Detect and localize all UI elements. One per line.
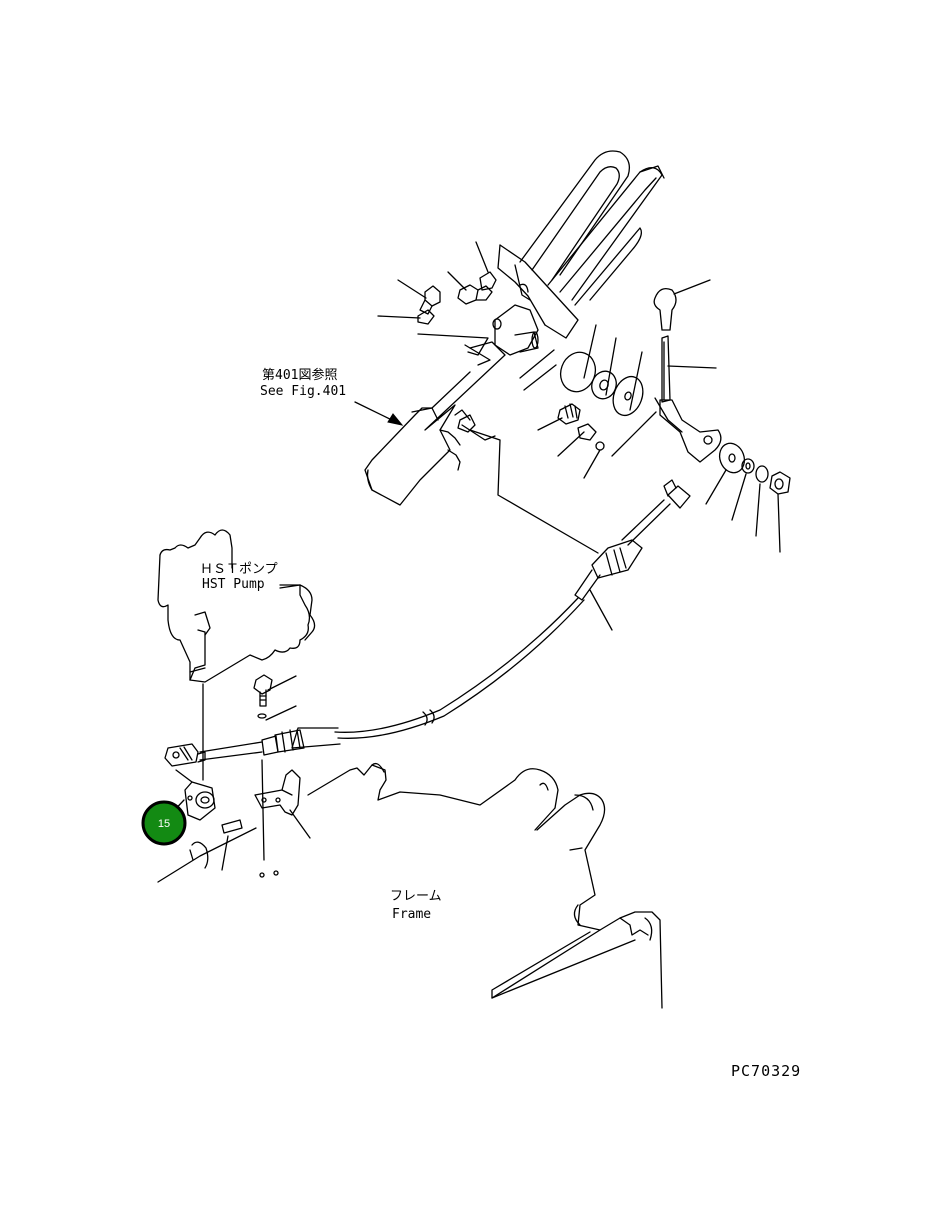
- control-cable: [199, 479, 691, 761]
- callout-number: 15: [158, 818, 170, 830]
- diagram-labels: 第401図参照 See Fig.401 ＨＳＴポンプ HST Pump フレーム…: [200, 367, 801, 1080]
- callout-15[interactable]: 15: [141, 800, 187, 846]
- hst-pump: [157, 529, 316, 683]
- see-fig-label-jp: 第401図参照: [262, 367, 337, 383]
- frame-outline: [307, 762, 663, 1009]
- leader-lines: [157, 241, 781, 883]
- control-lever-assembly: [364, 150, 791, 554]
- lower-bracket-parts: [164, 674, 301, 878]
- see-fig-label-en: See Fig.401: [260, 384, 346, 399]
- drawing-code: PC70329: [731, 1062, 801, 1080]
- hst-pump-label-en: HST Pump: [202, 577, 265, 592]
- frame-label-jp: フレーム: [390, 889, 442, 904]
- hst-pump-label-jp: ＨＳＴポンプ: [200, 562, 278, 577]
- frame-label-en: Frame: [392, 907, 431, 922]
